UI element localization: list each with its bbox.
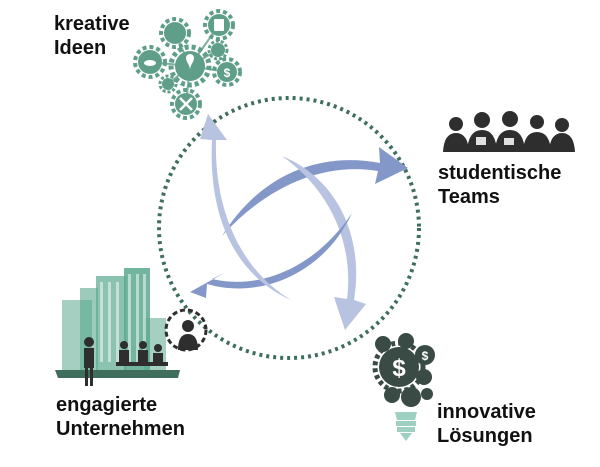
lightbulb-gears-icon: $ $	[372, 333, 435, 441]
student-group-icon	[443, 111, 575, 152]
label-student-teams: studentische Teams	[438, 161, 561, 209]
office-buildings-icon	[55, 268, 208, 386]
svg-text:$: $	[422, 349, 429, 363]
label-innovative-solutions-line1: innovative	[437, 401, 536, 423]
arrow-to-solutions	[282, 156, 366, 330]
arrow-to-teams	[222, 147, 408, 236]
label-creative-ideas-line2: Ideen	[54, 37, 107, 59]
label-creative-ideas: kreative Ideen	[54, 12, 130, 60]
swirl-arrows	[190, 114, 408, 330]
label-engaged-companies-line1: engagierte	[56, 394, 158, 416]
gear-cluster-icon: $	[133, 9, 242, 120]
label-innovative-solutions-line2: Lösungen	[437, 425, 533, 447]
label-engaged-companies: engagierte Unternehmen	[56, 393, 185, 441]
label-student-teams-line2: Teams	[438, 186, 500, 208]
gear-ring-icon	[164, 308, 208, 352]
label-innovative-solutions: innovative Lösungen	[437, 400, 536, 448]
label-student-teams-line1: studentische	[438, 162, 562, 184]
label-engaged-companies-line2: Unternehmen	[56, 418, 185, 440]
svg-text:$: $	[224, 66, 231, 80]
arrow-to-companies	[190, 213, 352, 298]
arrow-to-ideas	[200, 114, 291, 300]
label-creative-ideas-line1: kreative	[54, 13, 130, 35]
dotted-cycle-ring	[157, 96, 421, 360]
svg-text:$: $	[392, 355, 406, 382]
